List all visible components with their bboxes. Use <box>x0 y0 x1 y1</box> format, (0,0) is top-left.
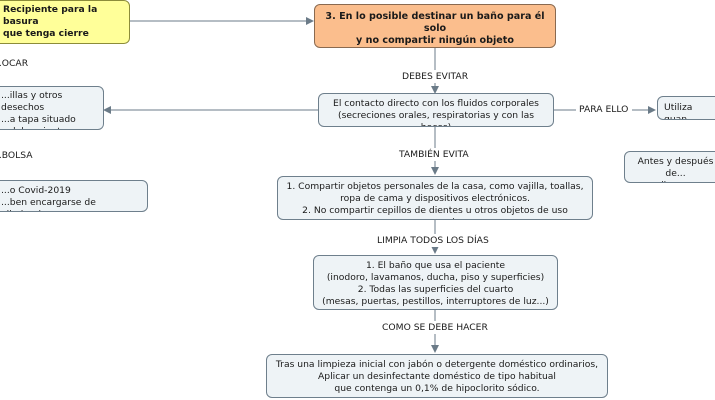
yellow-trash-bin-node[interactable]: Recipiente para la basura que tenga cier… <box>0 0 130 44</box>
main-title-node[interactable]: 3. En lo posible destinar un baño para é… <box>314 4 556 48</box>
left-disposal-node[interactable]: ...illas y otros desechos ...a tapa situ… <box>0 86 104 130</box>
label-tambien-evita: TAMBIÉN EVITA <box>396 149 472 161</box>
label-limpia-todos-los-dias: LIMPIA TODOS LOS DÍAS <box>374 235 492 247</box>
right-before-after-node[interactable]: Antes y después de... aplicar m... <box>624 151 715 183</box>
label-para-ello: PARA ELLO <box>576 104 632 116</box>
right-gloves-node[interactable]: Utiliza guan... <box>657 96 715 120</box>
label-tocar: ...OCAR <box>0 58 32 70</box>
shared-objects-node[interactable]: 1. Compartir objetos personales de la ca… <box>277 176 593 220</box>
contact-fluids-node[interactable]: El contacto directo con los fluidos corp… <box>318 93 554 127</box>
label-como-se-debe-hacer: COMO SE DEBE HACER <box>379 322 491 334</box>
daily-cleaning-node[interactable]: 1. El baño que usa el paciente (inodoro,… <box>313 255 558 310</box>
cleaning-method-node[interactable]: Tras una limpieza inicial con jabón o de… <box>266 354 608 398</box>
left-covid-node[interactable]: ...o Covid-2019 ...ben encargarse de eli… <box>0 180 148 212</box>
label-bolsa: ...BOLSA <box>0 150 36 162</box>
label-debes-evitar: DEBES EVITAR <box>399 71 472 83</box>
